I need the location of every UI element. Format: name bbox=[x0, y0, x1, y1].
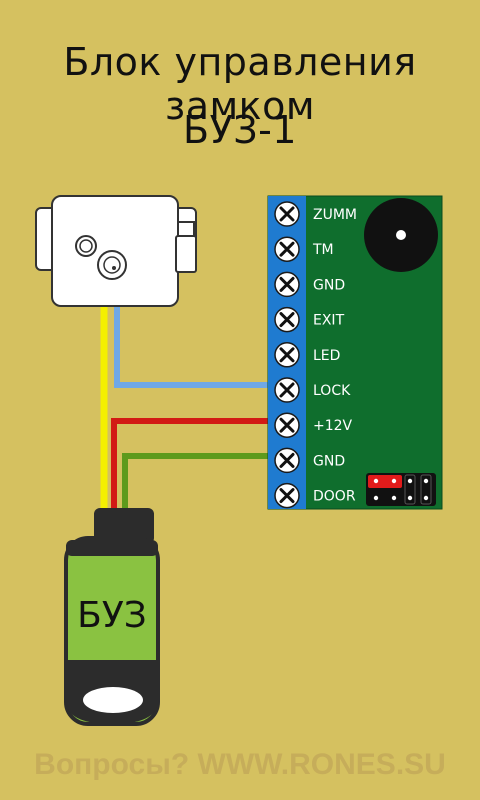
terminal-gnd-7: GND bbox=[274, 447, 345, 474]
page-title: Блок управления замком bbox=[63, 40, 417, 128]
terminal-list: ZUMM TM GND EXIT LED LOCK +12V GND DOOR bbox=[274, 201, 357, 509]
terminal-label: EXIT bbox=[313, 313, 345, 329]
wires bbox=[100, 300, 282, 515]
buz-label: БУЗ bbox=[77, 595, 147, 636]
terminal-gnd-2: GND bbox=[274, 271, 345, 298]
control-board: ZUMM TM GND EXIT LED LOCK +12V GND DOOR bbox=[267, 195, 443, 510]
page-subtitle: БУЗ-1 bbox=[183, 108, 297, 152]
footer-link[interactable]: Вопросы? WWW.RONES.SU bbox=[34, 748, 446, 781]
buzzer-icon bbox=[364, 198, 438, 272]
terminal-tm-1: TM bbox=[274, 236, 334, 262]
electric-lock bbox=[35, 195, 197, 307]
terminal-label: GND bbox=[313, 453, 345, 469]
buz-device: БУЗ bbox=[64, 508, 160, 726]
terminal-label: LOCK bbox=[313, 383, 351, 399]
terminal-label: +12V bbox=[313, 418, 353, 434]
power-wire bbox=[111, 418, 282, 515]
terminal-led-4: LED bbox=[274, 342, 340, 368]
jumper-block bbox=[366, 473, 436, 506]
terminal-label: DOOR bbox=[313, 489, 356, 505]
lock-wire bbox=[114, 300, 282, 388]
terminal-label: GND bbox=[313, 277, 345, 293]
terminal-door-8: DOOR bbox=[274, 482, 356, 509]
terminal-label: LED bbox=[313, 348, 340, 364]
terminal-label: ZUMM bbox=[313, 207, 357, 223]
ground-wire bbox=[122, 453, 282, 515]
terminal-zumm-0: ZUMM bbox=[274, 201, 357, 227]
terminal-exit-3: EXIT bbox=[274, 306, 345, 333]
terminal-plus12v-6: +12V bbox=[274, 412, 353, 438]
terminal-lock-5: LOCK bbox=[274, 377, 351, 403]
terminal-label: TM bbox=[312, 242, 334, 258]
